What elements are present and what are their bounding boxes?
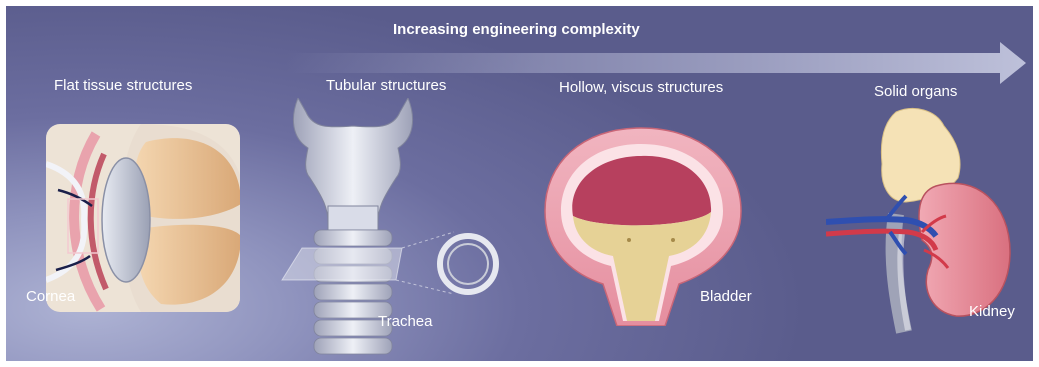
kidney-illustration <box>826 104 1026 334</box>
organ-trachea-label: Trachea <box>378 313 432 330</box>
category-flat-label: Flat tissue structures <box>54 77 192 94</box>
complexity-title: Increasing engineering complexity <box>393 21 640 38</box>
diagram-panel: Increasing engineering complexity Flat t… <box>6 6 1033 361</box>
category-hollow-label: Hollow, viscus structures <box>559 79 723 96</box>
eye-cornea-illustration <box>46 124 246 314</box>
category-solid-label: Solid organs <box>874 83 957 100</box>
category-tubular-label: Tubular structures <box>326 77 446 94</box>
organ-bladder-label: Bladder <box>700 288 752 305</box>
organ-kidney-label: Kidney <box>969 303 1015 320</box>
organ-cornea-label: Cornea <box>26 288 75 305</box>
